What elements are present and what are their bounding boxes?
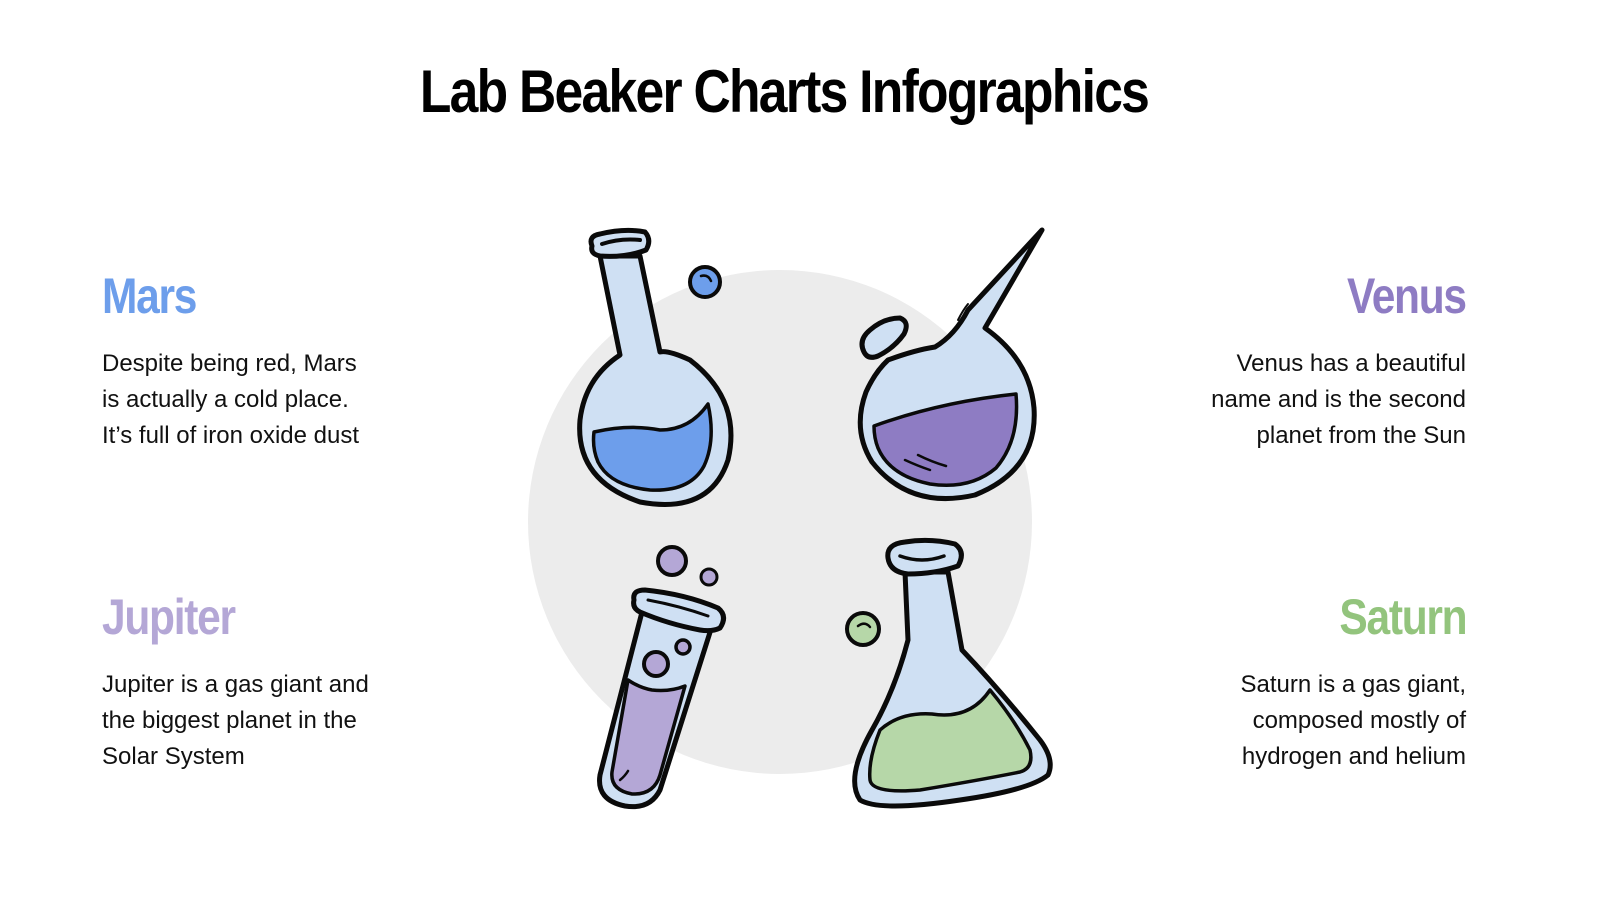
test-tube-icon bbox=[597, 545, 726, 810]
mars-description: Despite being red, Mars is actually a co… bbox=[102, 350, 360, 449]
venus-info-block: Venus Venus has a beautiful name and is … bbox=[1126, 268, 1467, 454]
venus-heading: Venus bbox=[1347, 268, 1467, 324]
jupiter-heading: Jupiter bbox=[102, 589, 236, 645]
retort-flask-icon bbox=[857, 227, 1045, 502]
erlenmeyer-flask-icon bbox=[845, 537, 1053, 809]
mars-info-block: Mars Despite being red, Mars is actually… bbox=[102, 268, 442, 454]
round-bottom-flask-icon bbox=[577, 227, 734, 507]
saturn-info-block: Saturn Saturn is a gas giant, composed m… bbox=[1126, 589, 1468, 775]
jupiter-info-block: Jupiter Jupiter is a gas giant and the b… bbox=[102, 589, 442, 775]
venus-description: Venus has a beautiful name and is the se… bbox=[1211, 350, 1466, 449]
jupiter-description: Jupiter is a gas giant and the biggest p… bbox=[102, 671, 369, 770]
saturn-heading: Saturn bbox=[1339, 589, 1467, 645]
saturn-description: Saturn is a gas giant, composed mostly o… bbox=[1240, 671, 1466, 770]
mars-heading: Mars bbox=[102, 268, 197, 324]
background-circle bbox=[528, 270, 1032, 774]
page-title: Lab Beaker Charts Infographics bbox=[419, 58, 1150, 125]
